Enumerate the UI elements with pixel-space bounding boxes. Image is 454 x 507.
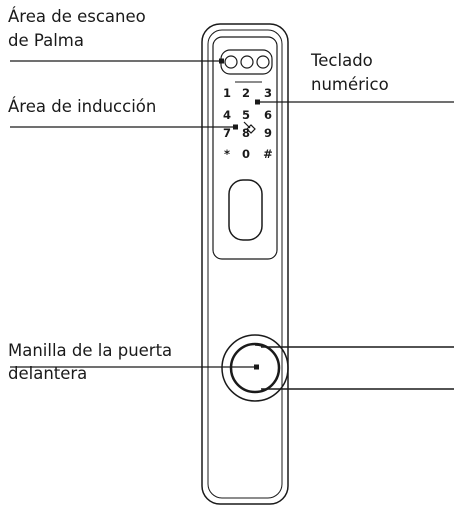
lock-body-inner-outline — [207, 29, 283, 499]
keypad-key-5: 5 — [242, 108, 250, 122]
palm-scan-window — [220, 49, 273, 75]
palm-area-label-line2: de Palma — [8, 31, 84, 50]
keypad-key-3: 3 — [264, 86, 272, 100]
fingerprint-sensor — [228, 179, 263, 241]
keypad-key-8: 8 — [242, 126, 250, 140]
keypad-callout-dot — [255, 99, 260, 105]
keypad-key-9: 9 — [264, 126, 272, 140]
front-panel — [212, 36, 278, 260]
keypad-key-2: 2 — [242, 86, 250, 100]
keypad-key-6: 6 — [264, 108, 272, 122]
keypad-key-7: 7 — [223, 126, 231, 140]
handle-label-line1: Manilla de la puerta — [8, 341, 173, 360]
palm-sensor-middle-icon — [240, 55, 254, 69]
keypad-key-star: * — [224, 147, 230, 161]
keypad-label-line2: numérico — [311, 75, 389, 94]
keypad-label-line1: Teclado — [311, 51, 373, 70]
palm-sensor-left-icon — [224, 55, 238, 69]
palm-area-label-line1: Área de escaneo — [8, 7, 146, 26]
palm-callout-dot — [219, 58, 224, 64]
handle-callout-dot — [254, 364, 259, 370]
handle-lever — [261, 346, 454, 390]
handle-rosette-inner — [229, 342, 281, 394]
keypad-key-1: 1 — [223, 86, 231, 100]
induction-callout-dot — [233, 124, 238, 130]
lock-body-outline — [201, 23, 289, 505]
keypad-key-hash: # — [263, 147, 273, 161]
keypad-key-0: 0 — [242, 147, 250, 161]
handle-label-line2: delantera — [8, 364, 88, 383]
nfc-induction-icon — [243, 121, 256, 134]
induction-area-label: Área de inducción — [8, 97, 157, 116]
keypad-key-4: 4 — [223, 108, 231, 122]
palm-sensor-right-icon — [256, 55, 270, 69]
handle-rosette-outer — [221, 334, 289, 402]
